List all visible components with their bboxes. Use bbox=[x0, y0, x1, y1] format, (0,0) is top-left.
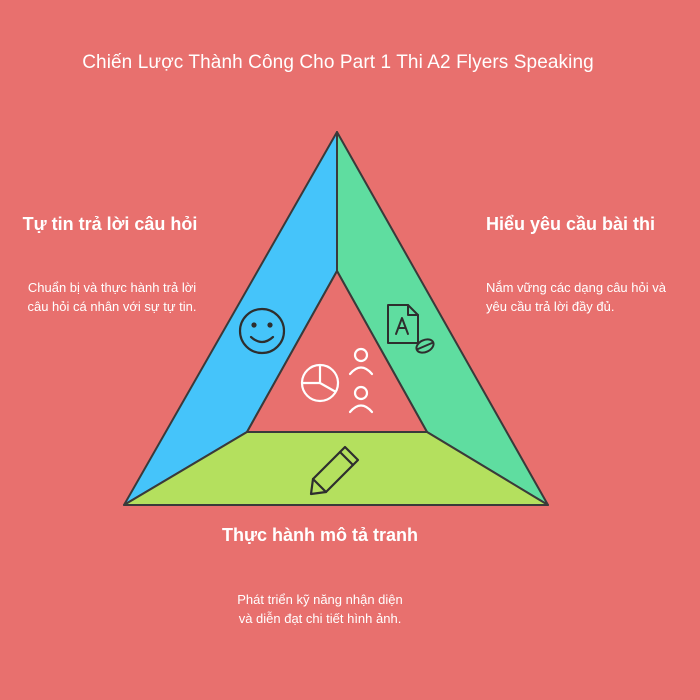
inner-triangle bbox=[246, 270, 428, 433]
pencil-icon bbox=[309, 445, 360, 496]
left-description: Chuẩn bị và thực hành trả lời câu hỏi cá… bbox=[27, 280, 197, 314]
pie-chart-icon bbox=[300, 363, 340, 403]
bottom-heading: Thực hành mô tả tranh bbox=[221, 525, 419, 545]
document-icon bbox=[387, 304, 435, 354]
smiley-face-icon bbox=[238, 307, 286, 355]
page-title: Chiến Lược Thành Công Cho Part 1 Thi A2 … bbox=[82, 52, 594, 73]
left-heading: Tự tin trả lời câu hỏi bbox=[22, 214, 198, 234]
right-heading: Hiểu yêu cầu bài thi bbox=[486, 214, 656, 234]
people-icon bbox=[348, 347, 374, 414]
bottom-description: Phát triển kỹ năng nhận diện và diễn đạt… bbox=[237, 592, 403, 626]
right-description: Nắm vững các dạng câu hỏi và yêu cầu trả… bbox=[486, 280, 666, 314]
